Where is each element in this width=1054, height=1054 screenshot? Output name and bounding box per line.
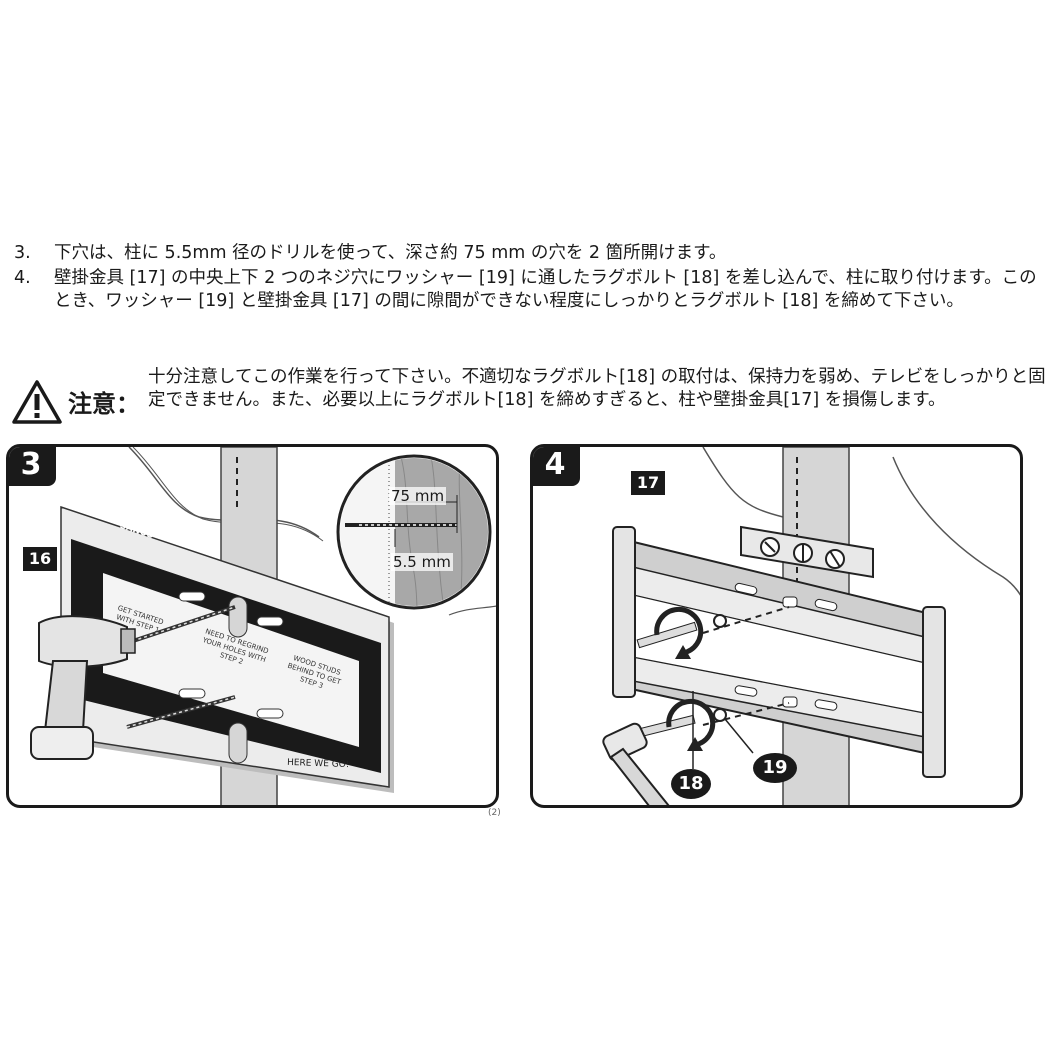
warning-triangle-icon [12,380,62,424]
part-label-17: 17 [631,471,665,495]
part-label-16: 16 [23,547,57,571]
caution-block: 注意： 十分注意してこの作業を行って下さい。不適切なラグボルト[18] の取付は… [12,366,1048,438]
plate-footer-text: HERE WE GO! [286,757,350,771]
caution-badge: 注意： [12,380,152,424]
part-label-18: 18 [671,769,711,799]
illustration-panel-step-3: 3 16 75 mm 5.5 mm SANUS GET STARTED WITH… [6,444,499,808]
rotate-arrow-icon [666,698,716,748]
instruction-steps: 3. 下穴は、柱に 5.5mm 径のドリルを使って、深さ約 75 mm の穴を … [14,242,1044,315]
diameter-label: 5.5 mm [391,553,453,571]
rotate-arrow-icon [654,606,704,656]
caution-label: 注意： [68,390,140,418]
step-number-badge: 4 [533,447,580,486]
step-number-badge: 3 [9,447,56,486]
illustration-panel-step-4: 4 17 18 19 [530,444,1023,808]
depth-label: 75 mm [389,487,447,505]
socket-wrench-icon [602,722,670,805]
drill-icon [30,615,136,760]
instruction-step-4: 4. 壁掛金具 [17] の中央上下 2 つのネジ穴にワッシャー [19] に通… [14,267,1044,313]
drilling-illustration [30,447,496,805]
step-text: 下穴は、柱に 5.5mm 径のドリルを使って、深さ約 75 mm の穴を 2 箇… [54,243,727,263]
instruction-step-3: 3. 下穴は、柱に 5.5mm 径のドリルを使って、深さ約 75 mm の穴を … [14,242,1044,265]
part-label-19: 19 [753,753,797,783]
step-number: 3. [14,243,31,263]
step-number: 4. [14,268,31,288]
caution-text: 十分注意してこの作業を行って下さい。不適切なラグボルト[18] の取付は、保持力… [148,367,1046,410]
page-number: (2) [488,808,501,816]
level-icon [740,525,874,579]
mounting-illustration [602,447,1020,805]
step-text: 壁掛金具 [17] の中央上下 2 つのネジ穴にワッシャー [19] に通したラ… [54,268,1037,311]
